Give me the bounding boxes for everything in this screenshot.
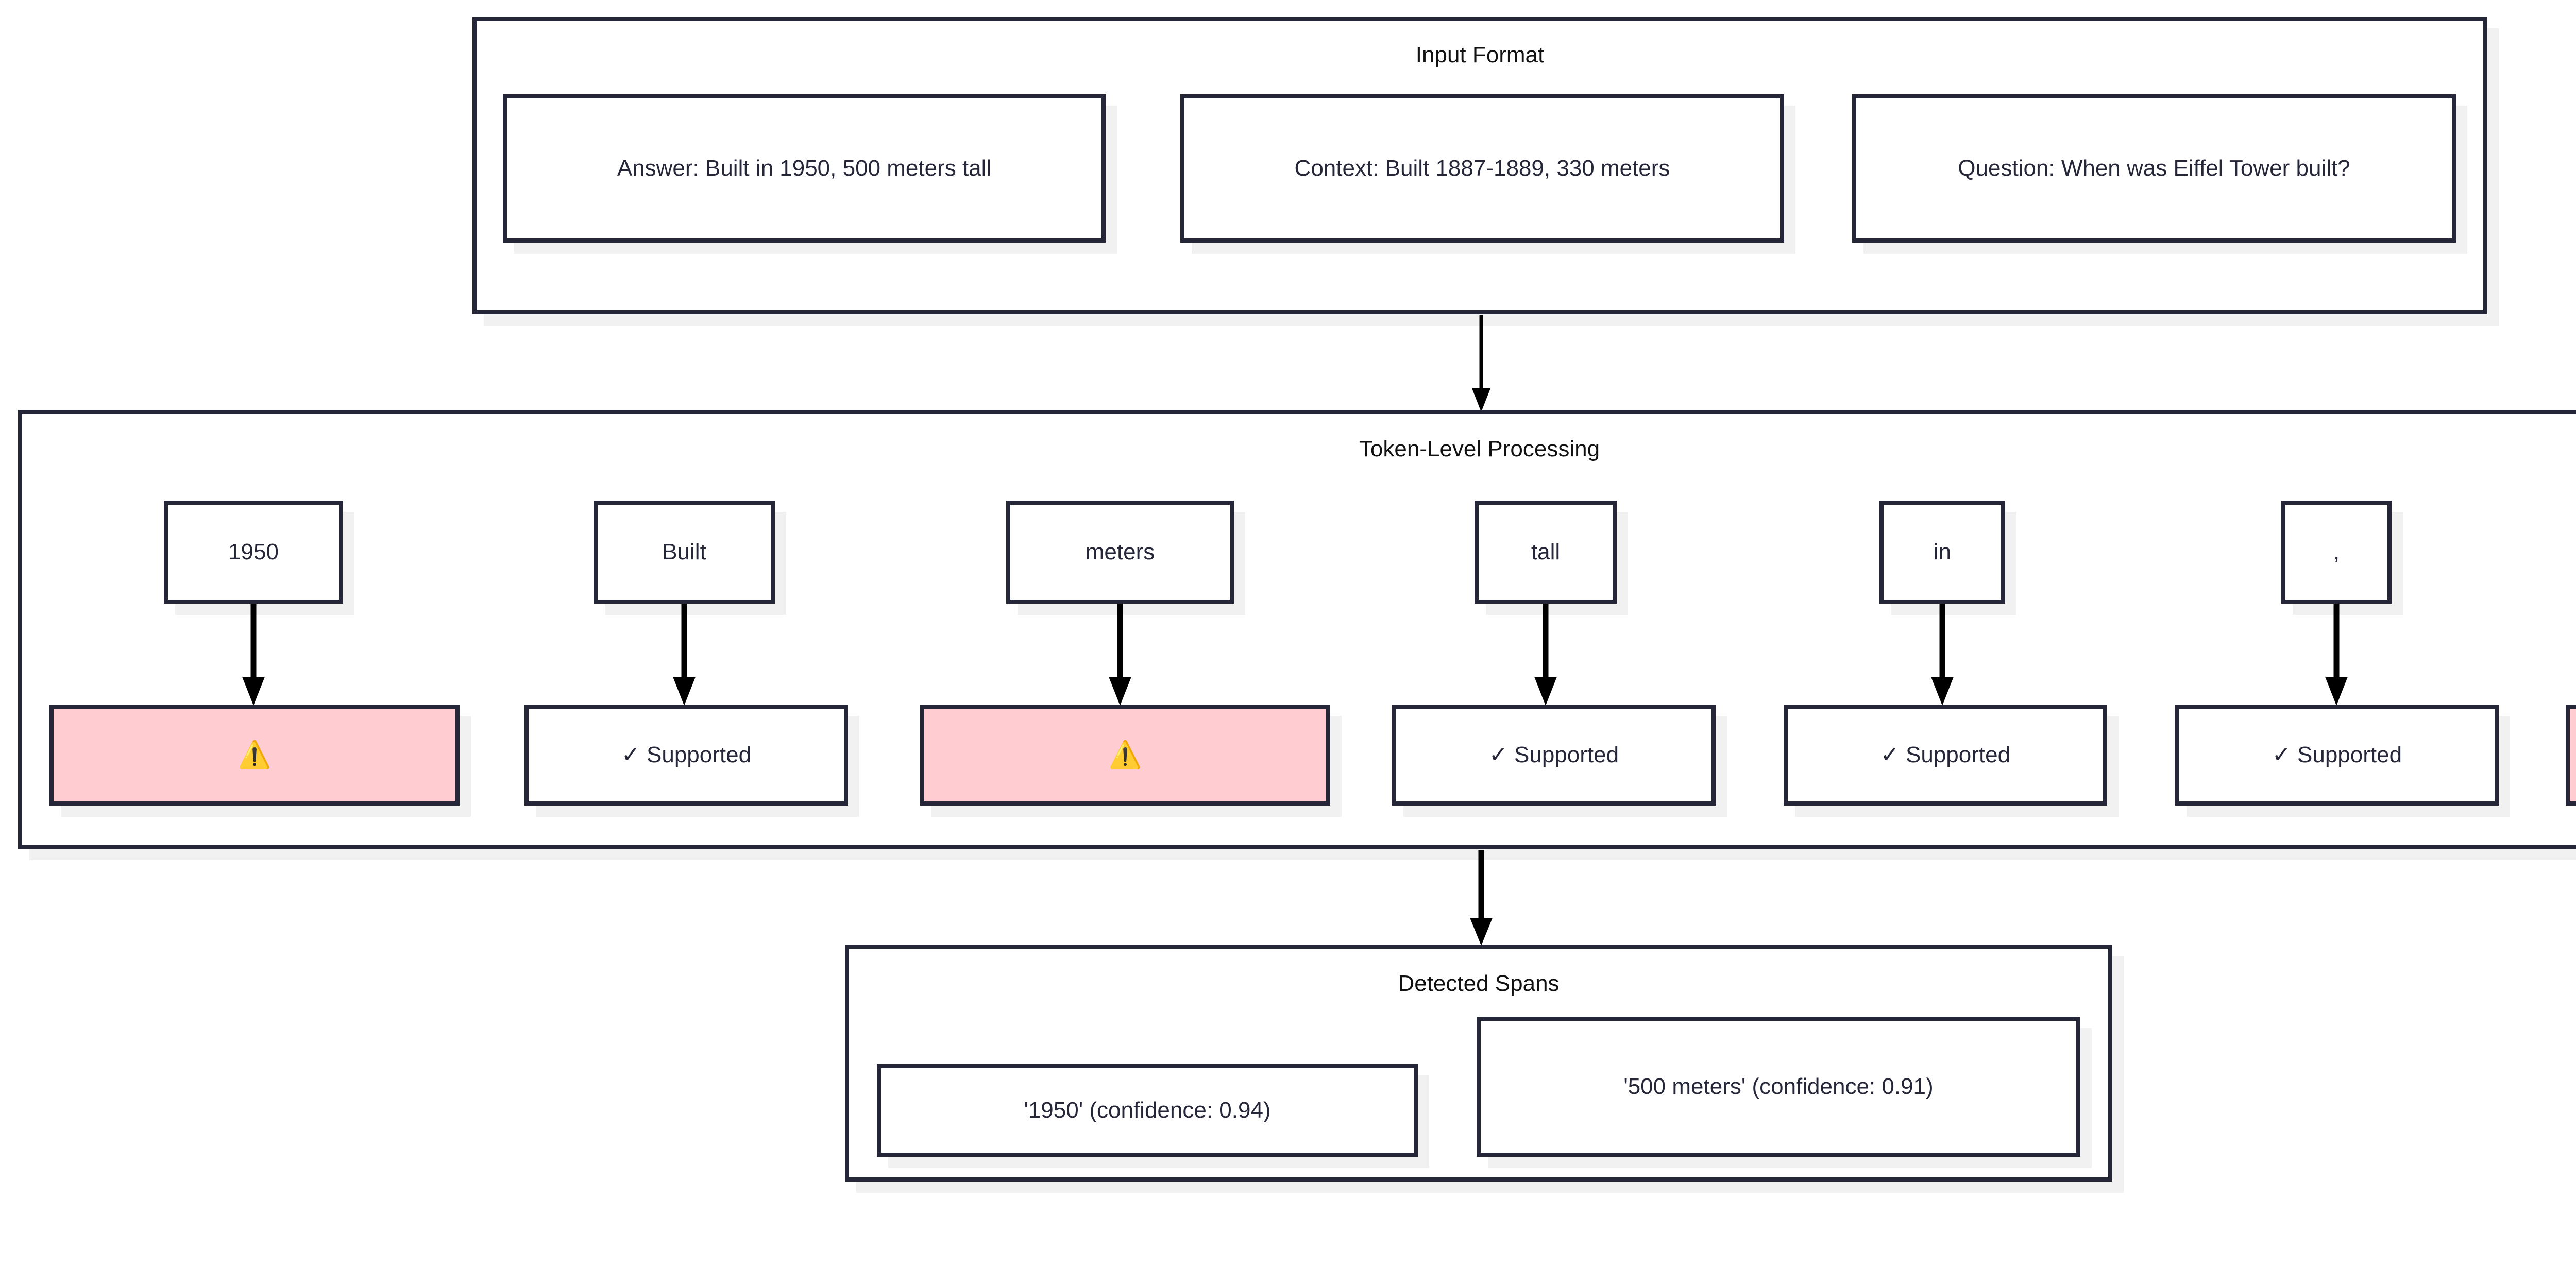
token-label: , [2333, 539, 2340, 564]
token-box-5[interactable]: , [2281, 501, 2392, 604]
status-label: ✓ Supported [2272, 742, 2402, 767]
status-box-4[interactable]: ✓ Supported [1784, 705, 2107, 806]
token-box-4[interactable]: in [1879, 501, 2005, 604]
context-card-text: Context: Built 1887-1889, 330 meters [1294, 156, 1670, 181]
detected-spans-title: Detected Spans [1398, 971, 1560, 996]
status-box-0[interactable]: ⚠️ [49, 705, 460, 806]
status-box-6[interactable]: ⚠️ [2566, 705, 2576, 806]
arrow-input-to-tokens [1466, 315, 1497, 413]
answer-card-text: Answer: Built in 1950, 500 meters tall [617, 156, 992, 181]
status-label: ✓ Supported [621, 742, 752, 767]
token-label: in [1933, 539, 1952, 564]
status-box-2[interactable]: ⚠️ [920, 705, 1330, 806]
arrow-token-2 [1105, 604, 1136, 707]
span-card-text: '1950' (confidence: 0.94) [1024, 1098, 1271, 1123]
status-label: ✓ Supported [1880, 742, 2011, 767]
warning-icon: ⚠️ [1108, 740, 1142, 770]
answer-card[interactable]: Answer: Built in 1950, 500 meters tall [503, 94, 1106, 243]
arrow-token-1 [669, 604, 700, 707]
arrow-token-5 [2321, 604, 2352, 707]
arrow-token-0 [238, 604, 269, 707]
token-label: 1950 [228, 539, 279, 564]
context-card[interactable]: Context: Built 1887-1889, 330 meters [1180, 94, 1784, 243]
status-label: ✓ Supported [1488, 742, 1619, 767]
question-card[interactable]: Question: When was Eiffel Tower built? [1852, 94, 2456, 243]
token-box-0[interactable]: 1950 [164, 501, 343, 604]
token-processing-title: Token-Level Processing [1359, 436, 1600, 461]
arrow-token-3 [1530, 604, 1561, 707]
question-card-text: Question: When was Eiffel Tower built? [1958, 156, 2350, 181]
status-box-5[interactable]: ✓ Supported [2175, 705, 2499, 806]
arrow-tokens-to-spans [1466, 850, 1497, 947]
token-box-1[interactable]: Built [594, 501, 775, 604]
token-label: meters [1085, 539, 1155, 564]
token-box-2[interactable]: meters [1006, 501, 1234, 604]
span-card-text: '500 meters' (confidence: 0.91) [1623, 1074, 1934, 1100]
token-label: Built [662, 539, 706, 564]
warning-icon: ⚠️ [238, 740, 272, 770]
arrow-token-4 [1927, 604, 1958, 707]
status-box-1[interactable]: ✓ Supported [524, 705, 848, 806]
token-box-3[interactable]: tall [1475, 501, 1617, 604]
input-format-title: Input Format [1415, 42, 1545, 67]
status-box-3[interactable]: ✓ Supported [1392, 705, 1716, 806]
token-label: tall [1531, 539, 1561, 564]
span-card-0[interactable]: '1950' (confidence: 0.94) [877, 1064, 1418, 1157]
span-card-1[interactable]: '500 meters' (confidence: 0.91) [1477, 1017, 2080, 1157]
